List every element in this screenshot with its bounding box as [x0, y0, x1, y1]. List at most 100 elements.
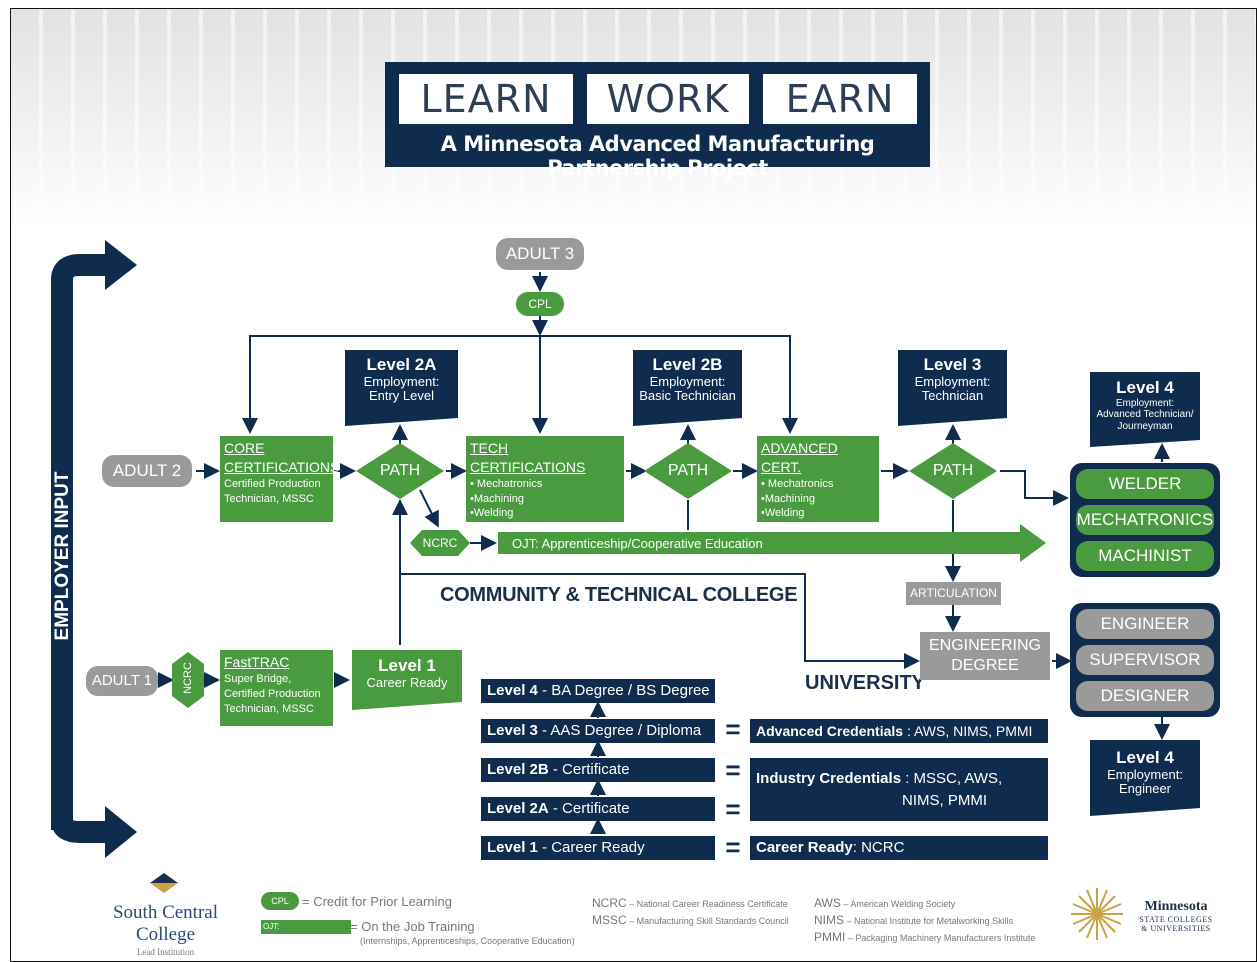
legend-pmmi: PMMI – Packaging Machinery Manufacturers… [814, 930, 1035, 944]
ladder-level-2a: Level 2A - Certificate [481, 797, 715, 821]
level-4-bottom-line2: Engineer [1118, 781, 1172, 797]
legend-ojt-text: = On the Job Training [350, 919, 475, 934]
level-2b-bubble: Level 2B Employment: Basic Technician [633, 355, 742, 404]
ncrc-label-mid: NCRC [422, 536, 458, 550]
equals-sign-3: = [725, 794, 741, 824]
legend-cpl-text: = Credit for Prior Learning [302, 894, 452, 909]
ladder-level-3-bold: Level 3 [487, 722, 538, 739]
ladder-level-2b-bold: Level 2B [487, 761, 549, 778]
south-central-logo-icon [150, 873, 180, 899]
fasttrac-line3: Technician, MSSC [224, 702, 314, 715]
engineering-degree-box: ENGINEERING DEGREE [920, 632, 1050, 680]
legend-aws-abbr: AWS [814, 896, 841, 910]
role-supervisor: SUPERVISOR [1076, 645, 1214, 675]
path-label-2: PATH [667, 462, 709, 479]
legend-mssc-def: – Manufacturing Skill Standards Council [626, 916, 789, 926]
adult1-pill: ADULT 1 [86, 666, 158, 696]
role-mechatronics: MECHATRONICS [1076, 505, 1214, 535]
engineering-degree-line2: DEGREE [951, 657, 1019, 674]
level-4-bottom-line1: Employment: [1107, 766, 1183, 782]
fasttrac-box: FastTRAC Super Bridge, Certified Product… [220, 650, 333, 726]
college-lead-institution: Lead Institution [136, 947, 195, 957]
roles-green-group: WELDER MECHATRONICS MACHINIST [1070, 463, 1220, 577]
level-2a-title: Level 2A [366, 355, 437, 374]
word-earn: EARN [763, 74, 917, 124]
ncrc-label-left: NCRC [182, 662, 194, 694]
industry-credentials-text2: NIMS, PMMI [902, 792, 987, 809]
industry-credentials-text: : MSSC, AWS, [901, 770, 1003, 787]
core-title2: CERTIFICATIONS [224, 458, 340, 475]
mn-line3: & UNIVERSITIES [1141, 924, 1211, 933]
core-certifications-box: CORE CERTIFICATIONS Certified Production… [220, 436, 340, 522]
college-label: COMMUNITY & TECHNICAL COLLEGE [440, 584, 798, 606]
legend-pmmi-def: – Packaging Machinery Manufacturers Inst… [845, 933, 1036, 943]
college-logo-text: South Central College Lead Institution [98, 902, 233, 958]
ncrc-hex-left [172, 652, 204, 708]
level-2a-line2: Entry Level [368, 388, 435, 404]
mn-line1: Minnesota [1144, 899, 1208, 914]
level-4-top-line2: Advanced Technician/ [1096, 409, 1194, 421]
mn-line2: STATE COLLEGES [1139, 915, 1213, 924]
ladder-level-3: Level 3 - AAS Degree / Diploma [481, 719, 715, 743]
ladder-level-2b: Level 2B - Certificate [481, 758, 715, 782]
role-designer: DESIGNER [1076, 681, 1214, 711]
level-4-top-line3: Journeyman [1117, 420, 1173, 432]
fasttrac-line2: Certified Production [224, 687, 321, 700]
level-3-bubble: Level 3 Employment: Technician [898, 355, 1007, 404]
legend-ncrc-abbr: NCRC [592, 896, 627, 910]
ladder-level-4-bold: Level 4 [487, 682, 538, 699]
university-label: UNIVERSITY [805, 672, 926, 694]
engineering-degree-line1: ENGINEERING [928, 637, 1041, 654]
ladder-level-2a-text: - Certificate [548, 800, 630, 817]
ladder-level-1-text: - Career Ready [537, 839, 645, 856]
title-banner: LEARN WORK EARN A Minnesota Advanced Man… [385, 62, 930, 180]
equals-sign-1: = [725, 714, 741, 744]
tech-item-2: •Machining [470, 492, 524, 505]
level-4-top-line1: Employment: [1115, 397, 1175, 409]
tech-item-1: • Mechatronics [470, 477, 543, 490]
college-name-line1: South Central [112, 902, 219, 923]
legend-pmmi-abbr: PMMI [814, 930, 846, 944]
bracket-arrow-top [105, 240, 137, 290]
word-work: WORK [587, 74, 749, 124]
fasttrac-line1: Super Bridge, [224, 672, 292, 685]
path-diamond-1 [356, 443, 444, 499]
ojt-arrow [498, 524, 1046, 562]
adv-item-3: •Welding [761, 507, 805, 520]
legend-ncrc: NCRC – National Career Readiness Certifi… [592, 896, 788, 910]
legend-ncrc-def: – National Career Readiness Certificate [626, 899, 788, 909]
ladder-level-2a-bold: Level 2A [487, 800, 549, 817]
role-engineer: ENGINEER [1076, 609, 1214, 639]
industry-credentials-bold: Industry Credentials [756, 770, 902, 787]
adv-item-2: •Machining [761, 492, 815, 505]
path-diamond-2 [644, 443, 732, 499]
adv-item-1: • Mechatronics [761, 477, 834, 490]
employer-input-label: EMPLOYER INPUT [52, 471, 73, 641]
ladder-level-4-text: - BA Degree / BS Degree [537, 682, 710, 699]
path-label-3: PATH [932, 462, 974, 479]
legend-mssc-abbr: MSSC [592, 913, 627, 927]
level-4-bottom-bubble: Level 4 Employment: Engineer [1090, 748, 1200, 797]
advanced-credentials-text: : AWS, NIMS, PMMI [903, 723, 1033, 739]
core-line1: Certified Production [224, 477, 321, 490]
path-diamond-3 [909, 443, 997, 499]
ladder-level-4: Level 4 - BA Degree / BS Degree [481, 679, 715, 703]
ladder-level-1: Level 1 - Career Ready [481, 836, 715, 860]
legend-ojt-sub: (Internships, Apprenticeships, Cooperati… [360, 936, 575, 946]
fasttrac-title: FastTRAC [224, 654, 290, 670]
ladder-level-1-bold: Level 1 [487, 839, 538, 856]
legend-mssc: MSSC – Manufacturing Skill Standards Cou… [592, 913, 789, 927]
level-2b-title: Level 2B [652, 355, 723, 374]
legend-nims-def: – National Institute for Metalworking Sk… [844, 916, 1014, 926]
ncrc-hex-mid [410, 530, 470, 556]
adv-title: ADVANCED CERT. [761, 440, 838, 475]
level-3-line2: Technician [921, 388, 984, 404]
career-ready-text: : NCRC [852, 839, 905, 856]
legend-nims: NIMS – National Institute for Metalworki… [814, 913, 1013, 927]
employer-input-label-wrap: EMPLOYER INPUT [38, 460, 88, 660]
advanced-credentials: Advanced Credentials : AWS, NIMS, PMMI [750, 719, 1048, 743]
ladder-level-2b-text: - Certificate [548, 761, 630, 778]
level-4-top-title: Level 4 [1116, 378, 1174, 397]
articulation-box: ARTICULATION [906, 582, 1001, 605]
advanced-cert-box: ADVANCED CERT. • Mechatronics •Machining… [757, 436, 879, 522]
